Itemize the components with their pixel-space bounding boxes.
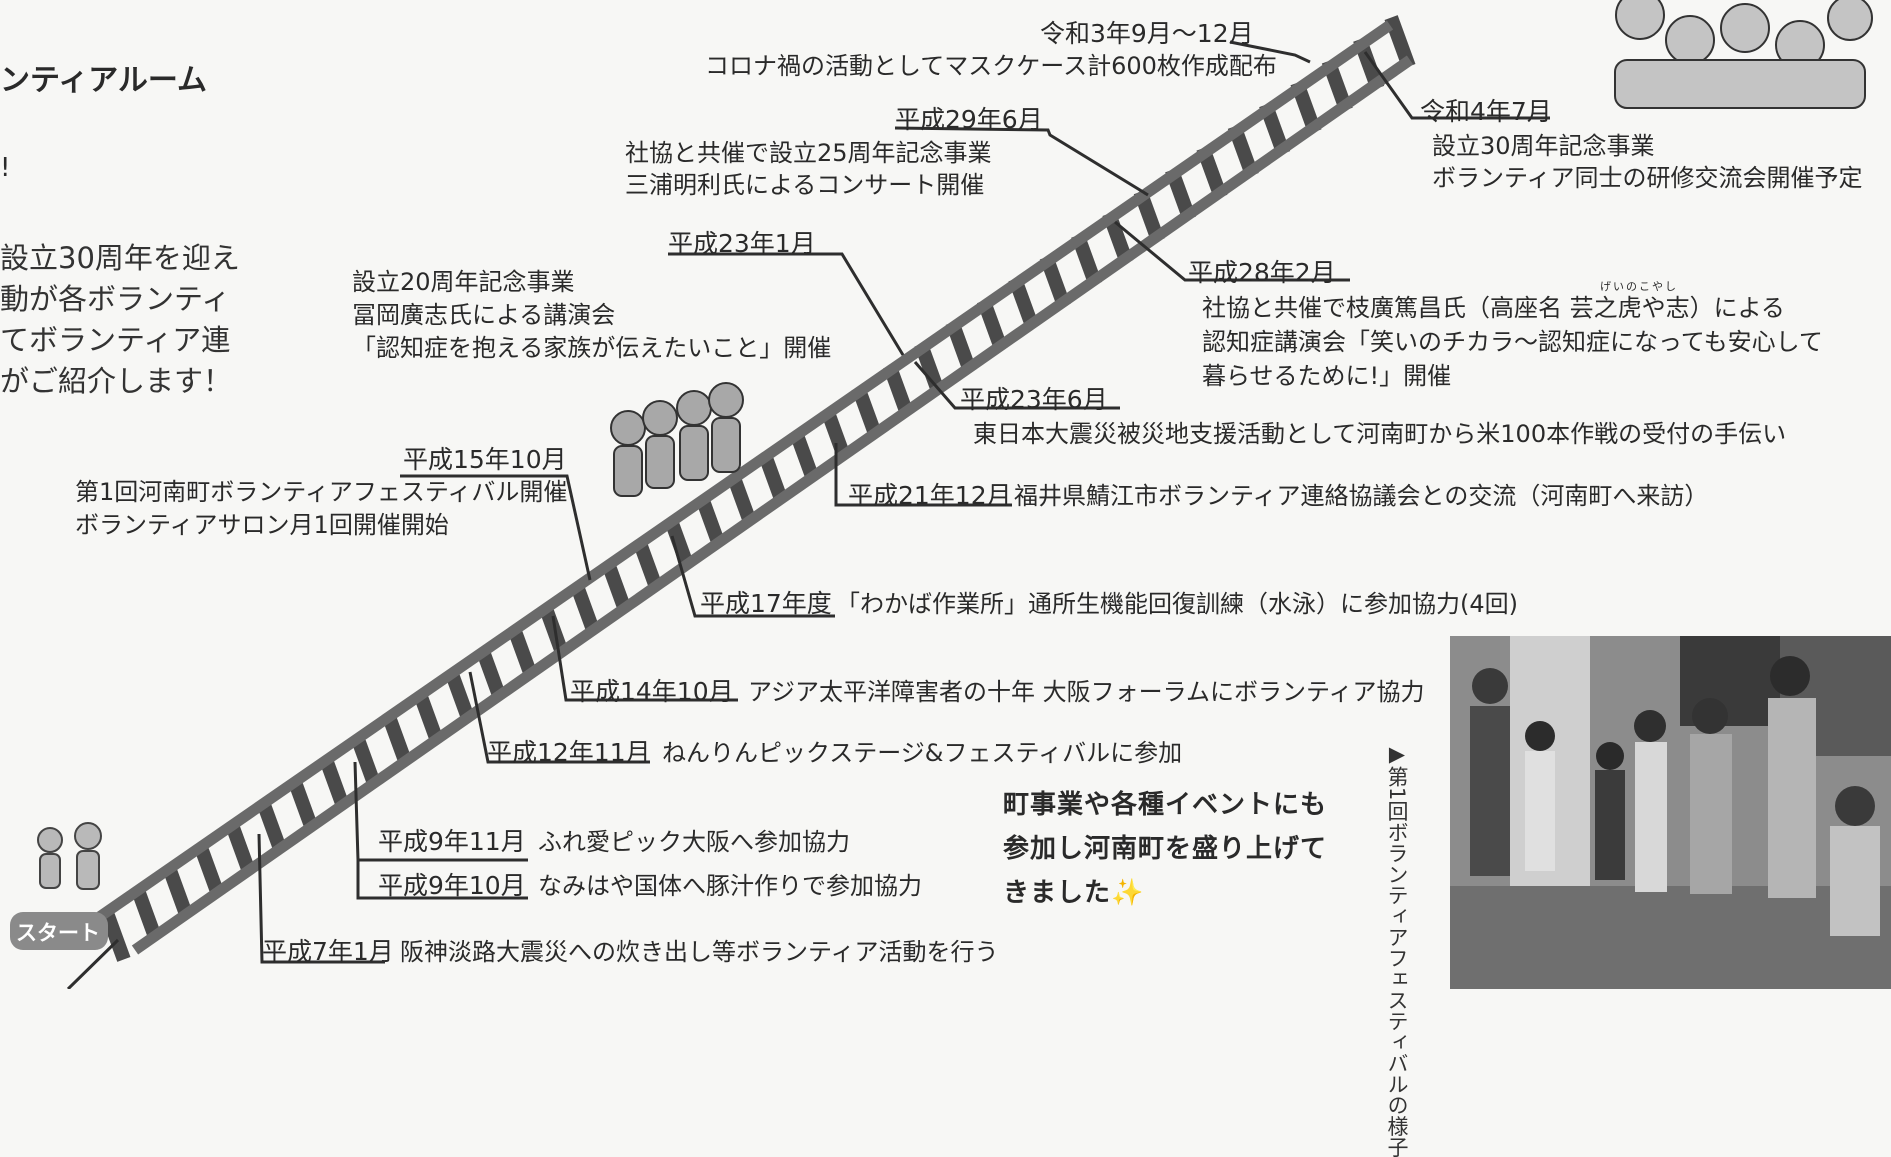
railway-tie [945,320,977,374]
callout-text: 町事業や各種イベントにも 参加し河南町を盛り上げて きました✨ [1003,783,1327,915]
railway-tie [663,516,695,570]
festival-photo-image [1450,636,1891,989]
event-date: 平成21年12月 [848,481,1012,510]
railway-tie [287,777,319,832]
festival-photo [1450,636,1891,989]
intro-text: 設立30周年を迎え 動が各ボランティ てボランティア連 がご紹介します！ [0,238,240,402]
railway-tie [726,472,758,527]
people-illustration-cheering [1614,0,1873,109]
event-description: ねんりんピックステージ&フェスティバルに参加 [662,739,1183,767]
railway-tie [256,799,288,853]
callout-line: 町事業や各種イベントにも [1003,790,1328,820]
railway-tie [820,407,852,461]
railway-tie [444,668,476,723]
event-description: 社協と共催で枝廣篤昌氏（高座名 芸之虎や志）による [1202,294,1785,322]
railway-tie [193,842,225,897]
event-date: 令和3年9月〜12月 [1040,19,1254,48]
intro-line: てボランティア連 [0,323,231,357]
event-date: 平成23年1月 [668,229,816,258]
intro-line: がご紹介します！ [0,364,233,398]
callout-line-text: きました [1003,878,1112,908]
railway-tie [506,625,538,679]
callout-line: 参加し河南町を盛り上げて [1003,834,1328,864]
railway-tie [695,494,726,548]
event-description: 暮らせるために!」開催 [1202,362,1452,390]
callout-line: きました✨ [1003,871,1327,915]
railway-tie [569,581,601,636]
intro-line: 設立30周年を迎え [0,241,240,275]
railway-tie [381,712,413,766]
event-description: 社協と共催で設立25周年記念事業 [625,139,992,167]
railway-tie [600,559,632,614]
event-description: 三浦明利氏によるコンサート開催 [625,171,985,199]
event-description: 「認知症を抱える家族が伝えたいこと」開催 [352,334,832,362]
event-date: 平成23年6月 [960,385,1108,414]
railway-tie [789,429,820,483]
railway-tie [883,363,915,418]
event-date: 平成15年10月 [403,445,567,474]
event-description: なみはや国体へ豚汁作りで参加協力 [538,872,922,900]
event-description: 認知症講演会「笑いのチカラ〜認知症になっても安心して [1202,328,1823,356]
railway-tie [130,886,162,941]
railway-tie [914,341,946,396]
railway-tie [475,646,507,701]
event-description: 「わかば作業所」通所生機能回復訓練（水泳）に参加協力(4回) [836,590,1518,618]
event-description: 冨岡廣志氏による講演会 [352,301,616,329]
event-description: コロナ禍の活動としてマスクケース計600枚作成配布 [705,52,1277,80]
railway-timeline-graphic: スタート [10,0,1873,989]
people-illustration-marching [610,382,744,497]
event-date: 平成7年1月 [262,937,394,966]
event-date: 平成9年10月 [378,871,526,900]
event-description: 第1回河南町ボランティアフェスティバル開催 [75,478,568,506]
event-date: 平成29年6月 [895,105,1043,134]
event-description: ふれ愛ピック大阪へ参加協力 [538,828,850,856]
event-description: 設立20周年記念事業 [352,268,575,296]
rail-upper [91,20,1394,925]
railway-tie [318,755,350,810]
intro-line: 動が各ボランティ [0,282,231,316]
people-illustration-start [37,822,102,890]
event-date: 平成14年10月 [570,677,734,706]
section-exclaim: ! [0,153,11,183]
event-date: 平成9年11月 [378,827,526,856]
railway-tie [632,537,664,592]
sparkle-icon: ✨ [1111,878,1145,908]
ruby-annotation: げいのこやし [1600,280,1678,293]
event-date: 平成17年度 [700,589,832,618]
railway-tie [224,821,256,875]
svg-text:スタート: スタート [16,921,100,945]
railway-tie [350,733,382,788]
section-title: ンティアルーム [0,63,207,98]
start-badge: スタート [10,912,108,950]
railway-tie [977,298,1009,352]
event-description: アジア太平洋障害者の十年 大阪フォーラムにボランティア協力 [748,678,1425,706]
railway-tie [851,385,883,440]
event-description: ボランティア同士の研修交流会開催予定 [1432,164,1863,192]
event-date: 令和4年7月 [1420,97,1552,126]
event-description: 阪神淡路大震災への炊き出し等ボランティア活動を行う [400,938,999,966]
railway-tie [412,690,444,745]
event-description: 設立30周年記念事業 [1432,132,1655,160]
event-description: 福井県鯖江市ボランティア連絡協議会との交流（河南町へ来訪） [1014,482,1709,510]
photo-caption: ▶第1回ボランティアフェスティバルの様子 [1385,742,1409,1157]
event-description: ボランティアサロン月1回開催開始 [75,511,449,539]
leader-lines [66,40,1550,989]
rail-lower [131,55,1414,955]
event-description: 東日本大震災被災地支援活動として河南町から米100本作戦の受付の手伝い [973,420,1787,448]
railway-tie [757,450,789,505]
railway-tie [162,864,194,919]
event-date: 平成28年2月 [1188,258,1336,287]
event-date: 平成12年11月 [487,738,651,767]
